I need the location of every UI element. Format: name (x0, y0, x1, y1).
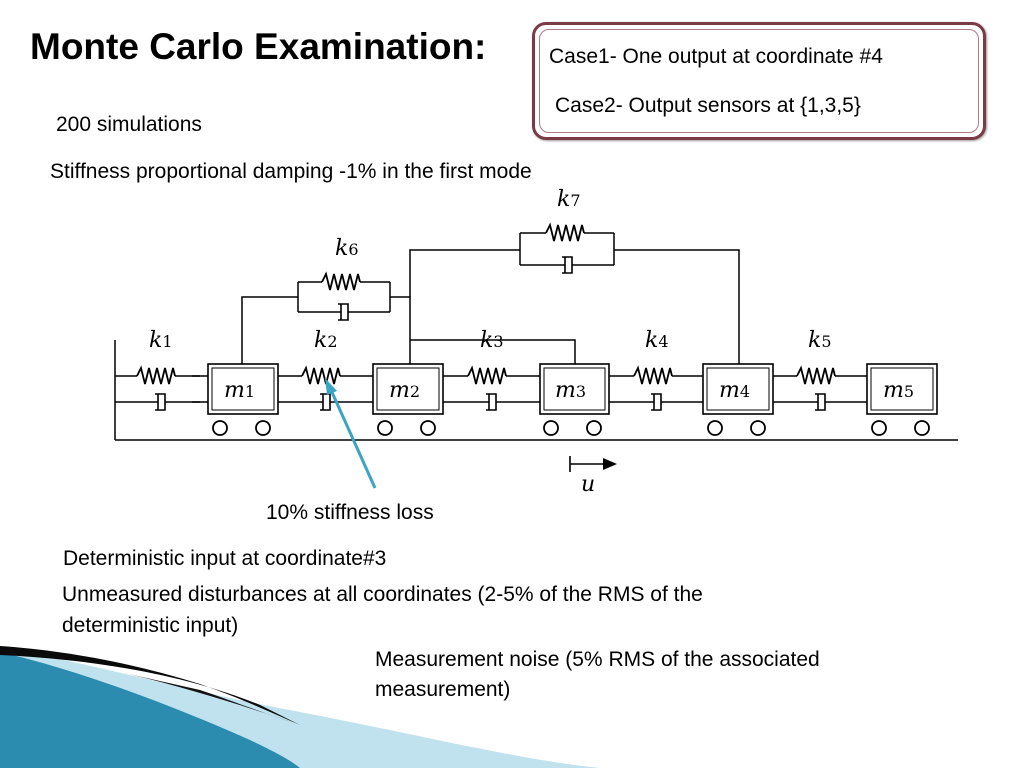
mass-m1 (207, 363, 279, 415)
label-m1: m1 (224, 378, 256, 403)
label-m3: m3 (555, 378, 587, 403)
wheels (212, 420, 930, 436)
damping-note: Stiffness proportional damping -1% in th… (50, 160, 532, 183)
label-k4: k4 (645, 328, 669, 353)
label-m5: m5 (883, 378, 915, 403)
slide-title: Monte Carlo Examination: (30, 26, 487, 67)
spring-k7 (545, 224, 585, 242)
stiffness-loss-label: 10% stiffness loss (266, 501, 434, 524)
simulations-count: 200 simulations (56, 113, 202, 136)
damper-7 (556, 256, 581, 274)
case-1: Case1- One output at coordinate #4 (549, 45, 883, 68)
damper-6 (332, 303, 357, 321)
mass-m2 (372, 363, 444, 415)
noise-note-line1: Measurement noise (5% RMS of the associa… (375, 648, 820, 671)
spring-k4 (633, 367, 673, 385)
mass-m3 (539, 363, 610, 415)
spring-k5 (796, 367, 836, 385)
spring-k3 (467, 367, 507, 385)
spring-k6 (321, 273, 361, 291)
input-note: Deterministic input at coordinate#3 (63, 547, 387, 570)
disturbance-note-line2: deterministic input) (62, 614, 239, 637)
cases-box (532, 22, 986, 140)
spring-k2 (301, 367, 341, 385)
label-k1: k1 (149, 328, 173, 353)
link-k7 (409, 232, 740, 364)
noise-note-line2: measurement) (375, 678, 511, 701)
label-m2: m2 (389, 378, 421, 403)
displacement-arrow (569, 456, 617, 472)
label-k6: k6 (335, 236, 359, 261)
case-2: Case2- Output sensors at {1,3,5} (555, 94, 861, 117)
spring-k1 (136, 367, 176, 385)
label-k7: k7 (557, 187, 581, 212)
damper-3 (480, 393, 505, 411)
decorative-wave (0, 646, 600, 768)
label-m4: m4 (719, 378, 751, 403)
label-k2: k2 (314, 328, 338, 353)
label-k3: k3 (480, 328, 504, 353)
damper-1 (149, 393, 174, 411)
damper-5 (809, 393, 834, 411)
disturbance-note-line1: Unmeasured disturbances at all coordinat… (62, 583, 703, 606)
cases-box-inner-border (539, 29, 979, 133)
mass-m5 (866, 363, 938, 415)
mass-m4 (702, 363, 774, 415)
stiffness-loss-pointer (325, 378, 377, 489)
label-k5: k5 (808, 328, 832, 353)
damper-4 (645, 393, 670, 411)
label-u: u (581, 472, 596, 497)
